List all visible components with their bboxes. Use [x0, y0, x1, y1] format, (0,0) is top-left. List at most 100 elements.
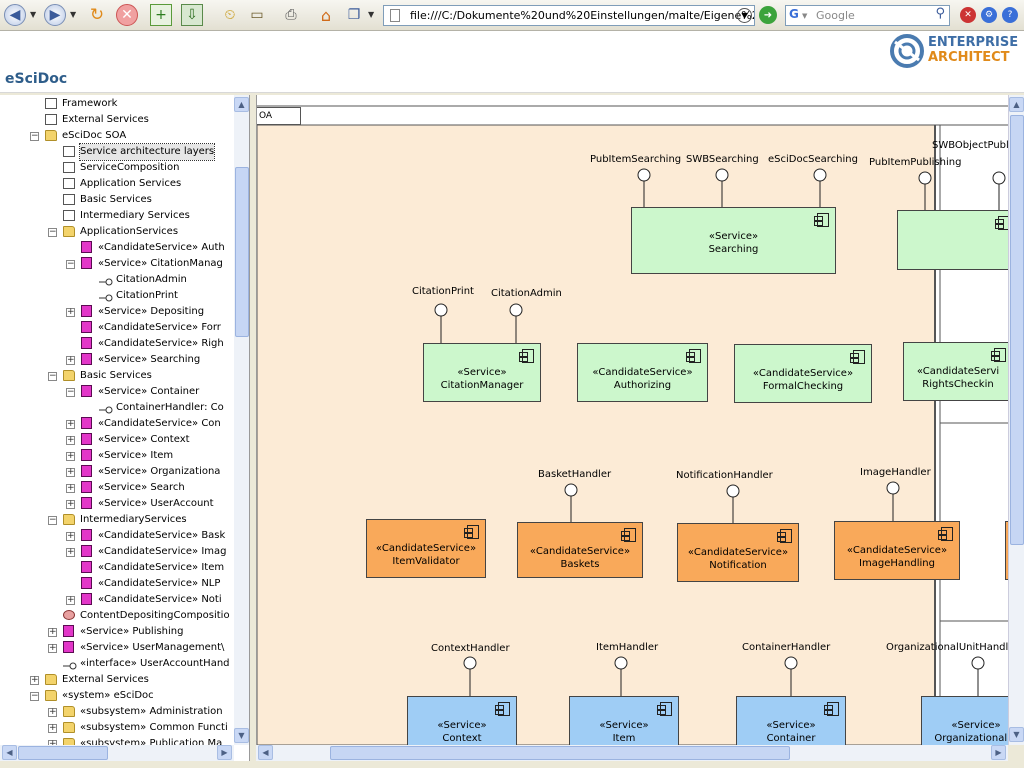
tree-item[interactable]: +External Services — [0, 672, 234, 688]
expand-icon[interactable]: + — [66, 355, 75, 365]
bookmarks-icon[interactable]: ❐ — [347, 7, 361, 23]
print-icon[interactable]: ⎙ — [285, 7, 297, 23]
collapse-icon[interactable]: − — [48, 371, 57, 381]
tree-item[interactable]: +«CandidateService» Con — [0, 416, 234, 432]
service-component[interactable]: «CandidateService»Notification — [677, 523, 799, 582]
tree-item[interactable]: +«Service» Searching — [0, 352, 234, 368]
expand-icon[interactable]: + — [66, 547, 75, 557]
add-bookmark-icon[interactable]: + — [150, 4, 172, 26]
collapse-icon[interactable]: − — [66, 259, 75, 269]
diagram-tab[interactable]: OA — [257, 107, 301, 125]
collapse-icon[interactable]: − — [30, 691, 39, 701]
collapse-icon[interactable]: − — [48, 515, 57, 525]
tree-item[interactable]: ServiceComposition — [0, 160, 234, 176]
interface-port-icon[interactable] — [463, 656, 477, 670]
service-component[interactable]: «Service»Item — [569, 696, 679, 745]
tree-item[interactable]: Service architecture layers — [0, 143, 234, 161]
stop-icon[interactable]: ✕ — [116, 4, 138, 26]
tree-item[interactable]: −eSciDoc SOA — [0, 128, 234, 144]
interface-port-icon[interactable] — [784, 656, 798, 670]
expand-icon[interactable]: + — [48, 723, 57, 733]
tree-item[interactable]: «CandidateService» Forr — [0, 320, 234, 336]
back-dropdown-icon[interactable]: ▼ — [30, 10, 37, 19]
forward-icon[interactable]: ▶ — [44, 4, 66, 26]
service-component-partial[interactable] — [1005, 521, 1008, 580]
search-input[interactable]: G ▼ Google ⚲ — [785, 5, 950, 26]
scroll-left-icon[interactable]: ◀ — [2, 745, 17, 760]
expand-icon[interactable]: + — [66, 595, 75, 605]
interface-port-icon[interactable] — [971, 656, 985, 670]
collapse-icon[interactable]: − — [30, 131, 39, 141]
tree-item[interactable]: CitationAdmin — [0, 272, 234, 288]
google-icon[interactable]: G — [789, 7, 799, 21]
expand-icon[interactable]: + — [48, 707, 57, 717]
interface-port-icon[interactable] — [886, 481, 900, 495]
tree-item[interactable]: «CandidateService» Righ — [0, 336, 234, 352]
bookmarks-dropdown-icon[interactable]: ▼ — [368, 10, 375, 19]
diagram-scroll-down-icon[interactable]: ▼ — [1009, 727, 1024, 742]
tree-item[interactable]: +«Service» Context — [0, 432, 234, 448]
tree-item[interactable]: +«subsystem» Common Functi — [0, 720, 234, 736]
service-component[interactable]: «Service»Container — [736, 696, 846, 745]
tree-item[interactable]: +«Service» UserManagement\ — [0, 640, 234, 656]
expand-icon[interactable]: + — [30, 675, 39, 685]
diagram-horizontal-scrollbar[interactable]: ◀ ▶ — [256, 745, 1008, 761]
tree-item[interactable]: +«Service» Item — [0, 448, 234, 464]
service-component[interactable]: «CandidateService»ItemValidator — [366, 519, 486, 578]
diagram-hscroll-thumb[interactable] — [330, 746, 790, 760]
collapse-icon[interactable]: − — [48, 227, 57, 237]
interface-port-icon[interactable] — [614, 656, 628, 670]
interface-port-icon[interactable] — [434, 303, 448, 317]
diagram-scroll-left-icon[interactable]: ◀ — [258, 745, 273, 760]
settings-icon[interactable]: ⚙ — [981, 7, 997, 23]
diagram-scroll-thumb[interactable] — [1010, 115, 1024, 545]
expand-icon[interactable]: + — [66, 467, 75, 477]
tree-item[interactable]: +«Service» Publishing — [0, 624, 234, 640]
tree-item[interactable]: −Basic Services — [0, 368, 234, 384]
history-icon[interactable]: ⏲ — [224, 7, 236, 23]
tree-item[interactable]: +«Service» Search — [0, 480, 234, 496]
tree-item[interactable]: CitationPrint — [0, 288, 234, 304]
expand-icon[interactable]: + — [66, 307, 75, 317]
interface-port-icon[interactable] — [813, 168, 827, 182]
search-engine-dropdown-icon[interactable]: ▼ — [802, 12, 808, 20]
service-component[interactable]: «Service»Context — [407, 696, 517, 745]
download-icon[interactable]: ⇩ — [181, 4, 203, 26]
expand-icon[interactable]: + — [66, 531, 75, 541]
tree-item[interactable]: «CandidateService» Item — [0, 560, 234, 576]
interface-port-icon[interactable] — [564, 483, 578, 497]
scroll-up-icon[interactable]: ▲ — [234, 97, 249, 112]
tree-item[interactable]: Intermediary Services — [0, 208, 234, 224]
tree-item[interactable]: −«Service» Container — [0, 384, 234, 400]
tree-item[interactable]: −ApplicationServices — [0, 224, 234, 240]
ruler-icon[interactable]: ▭ — [250, 7, 264, 23]
diagram-vertical-scrollbar[interactable]: ▲ ▼ — [1008, 95, 1024, 745]
tree-item[interactable]: −«Service» CitationManag — [0, 256, 234, 272]
forward-dropdown-icon[interactable]: ▼ — [70, 10, 77, 19]
url-bar[interactable]: file:///C:/Dokumente%20und%20Einstellung… — [383, 5, 755, 26]
tree-item[interactable]: ContainerHandler: Co — [0, 400, 234, 416]
hscroll-thumb[interactable] — [18, 746, 108, 760]
service-component[interactable]: «Service»Searching — [631, 207, 836, 274]
expand-icon[interactable]: + — [48, 627, 57, 637]
tree-item[interactable]: «CandidateService» Auth — [0, 240, 234, 256]
service-component[interactable]: «CandidateService»ImageHandling — [834, 521, 960, 580]
diagram-scroll-up-icon[interactable]: ▲ — [1009, 97, 1024, 112]
tree-horizontal-scrollbar[interactable]: ◀ ▶ — [0, 745, 234, 761]
tree-item[interactable]: ContentDepositingCompositio — [0, 608, 234, 624]
go-icon[interactable]: ➜ — [759, 6, 777, 24]
tree-item[interactable]: −IntermediaryServices — [0, 512, 234, 528]
reload-icon[interactable]: ↻ — [89, 5, 105, 25]
expand-icon[interactable]: + — [66, 419, 75, 429]
tree-item[interactable]: Application Services — [0, 176, 234, 192]
expand-icon[interactable]: + — [66, 451, 75, 461]
interface-port-icon[interactable] — [637, 168, 651, 182]
expand-icon[interactable]: + — [48, 643, 57, 653]
service-component[interactable] — [897, 210, 1008, 270]
interface-port-icon[interactable] — [509, 303, 523, 317]
tree-item[interactable]: +«Service» UserAccount — [0, 496, 234, 512]
service-component[interactable]: «CandidateService»Authorizing — [577, 343, 708, 402]
url-dropdown-icon[interactable]: ▼ — [737, 8, 752, 23]
